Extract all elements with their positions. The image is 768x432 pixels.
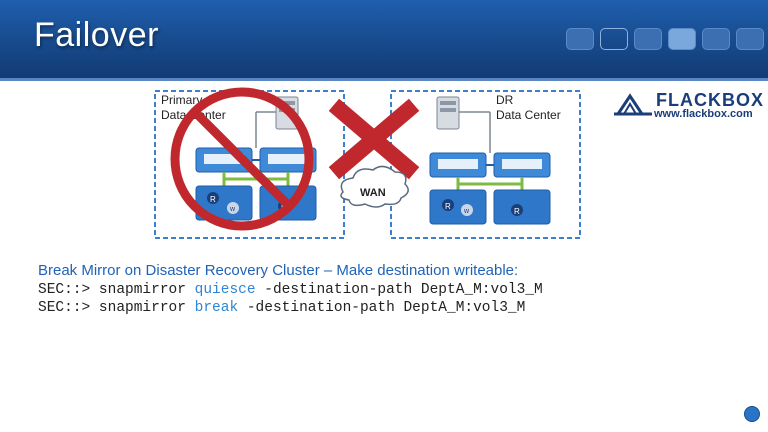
dr-badge-r: R (445, 202, 451, 211)
dr-controller-pair (429, 152, 551, 190)
corner-nav-button[interactable] (744, 406, 760, 422)
dr-badge-r2: R (514, 207, 520, 216)
dr-label-line2: Data Center (496, 108, 561, 122)
primary-badge-r: R (210, 195, 216, 204)
slide-navigation (566, 28, 764, 50)
logo-name: FLACKBOX (656, 90, 764, 110)
nav-dot-6[interactable] (736, 28, 764, 50)
slide-title: Failover (34, 16, 159, 54)
caption-text: Break Mirror on Disaster Recovery Cluste… (38, 262, 519, 279)
command-prefix: SEC::> snapmirror (38, 282, 195, 298)
dr-badge-w: w (463, 208, 470, 215)
nav-dot-3[interactable] (634, 28, 662, 50)
header-divider (0, 78, 768, 81)
flackbox-logo: FLACKBOX www.flackbox.com (612, 88, 764, 122)
dr-label-line1: DR (496, 93, 514, 107)
prohibit-icon (170, 87, 314, 231)
command-suffix: -destination-path DeptA_M:vol3_M (238, 300, 526, 316)
wan-label: WAN (360, 187, 386, 199)
dr-server-icon (436, 96, 491, 153)
dr-storage-shelves: R w R (429, 189, 551, 225)
nav-dot-2[interactable] (600, 28, 628, 50)
primary-label-line1: Primary (161, 93, 202, 107)
bridge-logo-icon (614, 93, 652, 116)
primary-badge-w: w (229, 206, 236, 213)
command-suffix: -destination-path DeptA_M:vol3_M (255, 282, 543, 298)
nav-dot-4[interactable] (668, 28, 696, 50)
command-prefix: SEC::> snapmirror (38, 300, 195, 316)
command-keyword-break: break (194, 300, 239, 316)
nav-dot-1[interactable] (566, 28, 594, 50)
command-line-break: SEC::> snapmirror break -destination-pat… (38, 300, 525, 316)
command-line-quiesce: SEC::> snapmirror quiesce -destination-p… (38, 282, 543, 298)
logo-url: www.flackbox.com (654, 108, 753, 120)
link-down-x-icon (328, 98, 420, 180)
command-keyword-quiesce: quiesce (194, 282, 256, 298)
wan-cloud-icon: WAN (340, 165, 409, 208)
failover-diagram: Primary Data Center DR Data Center R w R (154, 87, 581, 239)
slide-header: Failover (0, 0, 768, 78)
nav-dot-5[interactable] (702, 28, 730, 50)
